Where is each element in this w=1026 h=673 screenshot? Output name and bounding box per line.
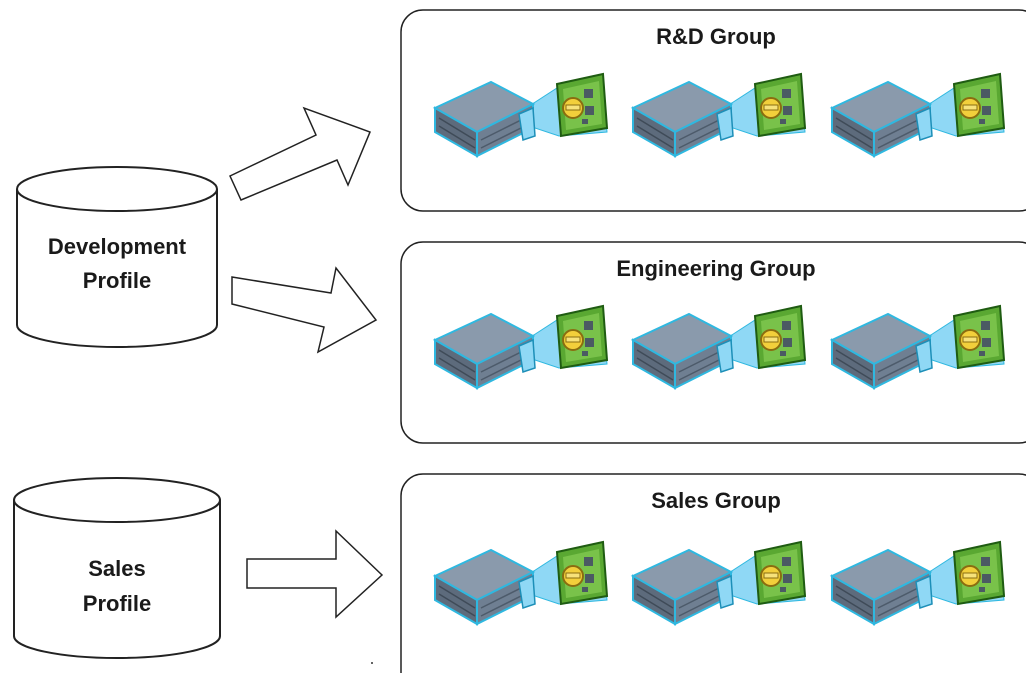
sales-profile-label-line1: Sales [88,556,146,581]
stray-dot [371,662,373,664]
arrow-sales-profile-to-sales-group [246,529,384,619]
development-profile-label-line1: Development [48,234,187,259]
group-engineering: Engineering Group [400,241,1026,444]
sales-profile-database: Sales Profile [13,477,221,659]
group-rnd-title: R&D Group [656,24,776,49]
development-profile-label-line2: Profile [83,268,151,293]
group-engineering-title: Engineering Group [616,256,815,281]
group-sales-title: Sales Group [651,488,781,513]
sales-profile-label-line2: Profile [83,591,151,616]
arrow-development-to-engineering [231,266,378,354]
development-profile-database: Development Profile [16,166,218,348]
arrow-development-to-rnd [229,106,371,201]
group-sales: Sales Group [400,473,1026,673]
group-rnd: R&D Group [400,9,1026,212]
